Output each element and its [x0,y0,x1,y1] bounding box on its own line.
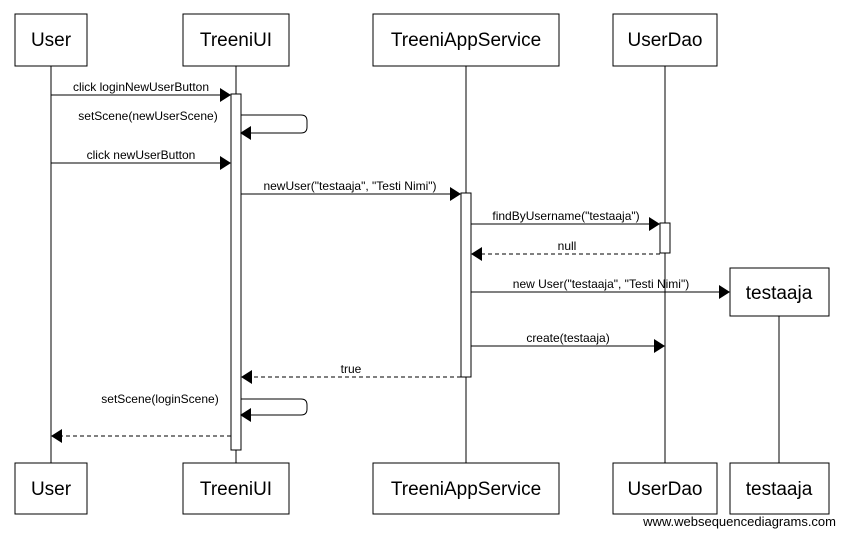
participant-testaaja-bottom: testaaja [729,462,830,515]
participant-treeniui-label-bottom: TreeniUI [200,479,272,500]
arrowhead-solid [649,217,660,231]
message-label-1: click loginNewUserButton [73,80,209,94]
activation-userdao [659,222,671,254]
arrowhead-solid [471,247,482,261]
message-label-2: setScene(newUserScene) [78,109,217,123]
message-new-user: newUser("testaaja", "Testi Nimi") [241,179,461,201]
participant-testaaja-created: testaaja [729,267,830,317]
participant-userdao-bottom: UserDao [612,462,718,515]
participant-service-bottom: TreeniAppService [372,462,560,515]
message-set-scene-new-user: setScene(newUserScene) [78,109,308,140]
arrowhead-solid [654,339,665,353]
participant-userdao-label: UserDao [628,30,703,51]
arrowhead-solid [240,408,251,422]
participant-treeniui-label: TreeniUI [200,30,272,51]
participant-user-bottom: User [14,462,88,515]
arrowhead-solid [220,88,231,102]
arrowhead-solid [51,429,62,443]
participant-testaaja-label-bottom: testaaja [746,479,813,500]
arrowhead-solid [719,285,730,299]
arrowhead-solid [240,126,251,140]
message-return-to-user [51,429,231,443]
participant-user-label: User [31,30,72,51]
arrowhead-solid [450,187,461,201]
message-label-4: newUser("testaaja", "Testi Nimi") [263,179,436,193]
participant-treeniui-top: TreeniUI [182,13,290,67]
participant-service-label: TreeniAppService [391,30,541,51]
participant-userdao-top: UserDao [612,13,718,67]
participant-service-top: TreeniAppService [372,13,560,67]
arrowhead-solid [241,370,252,384]
participant-userdao-label-bottom: UserDao [628,479,703,500]
message-label-3: click newUserButton [87,148,196,162]
message-create-user-object: new User("testaaja", "Testi Nimi") [471,277,730,299]
message-label-9: true [341,362,362,376]
watermark-text: www.websequencediagrams.com [642,514,836,529]
message-label-10: setScene(loginScene) [101,392,218,406]
message-click-login-new-user: click loginNewUserButton [51,80,231,102]
message-label-7: new User("testaaja", "Testi Nimi") [513,277,689,291]
message-label-5: findByUsername("testaaja") [492,209,639,223]
participant-treeniui-bottom: TreeniUI [182,462,290,515]
arrowhead-solid [220,156,231,170]
participant-user-label-bottom: User [31,479,72,500]
activation-treeniui [230,93,242,451]
message-label-6: null [558,239,577,253]
message-click-new-user: click newUserButton [51,148,231,170]
message-label-8: create(testaaja) [526,331,609,345]
participant-testaaja-label: testaaja [746,283,813,304]
participant-service-label-bottom: TreeniAppService [391,479,541,500]
activation-service [460,192,472,378]
message-return-true: true [241,362,461,384]
participant-user-top: User [14,13,88,67]
message-find-by-username: findByUsername("testaaja") [471,209,660,231]
message-create: create(testaaja) [471,331,665,353]
message-return-null: null [471,239,660,261]
message-set-scene-login: setScene(loginScene) [101,392,308,422]
